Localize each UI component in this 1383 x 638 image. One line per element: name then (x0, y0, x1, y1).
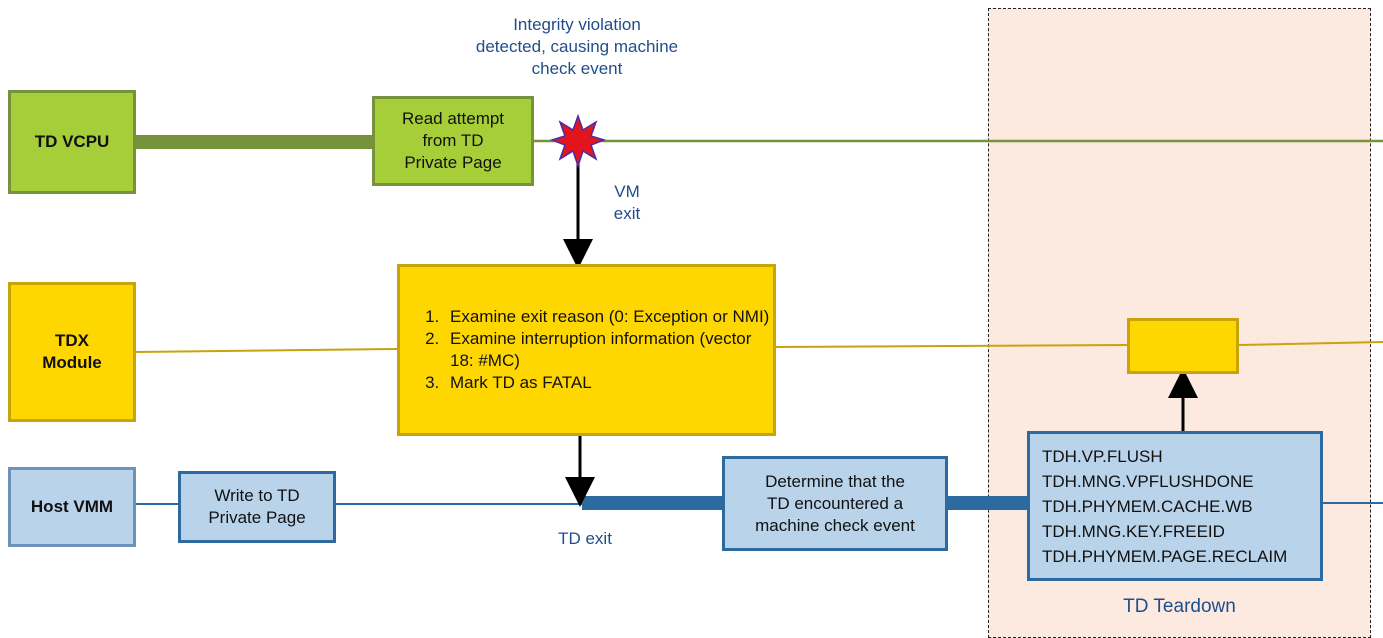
lane-td-vcpu-label: TD VCPU (34, 132, 110, 151)
write-private-box: Write to TD Private Page (178, 471, 336, 543)
td-teardown-label: TD Teardown (1123, 596, 1236, 617)
teardown-seamcalls-box: TDH.VP.FLUSH TDH.MNG.VPFLUSHDONE TDH.PHY… (1027, 431, 1323, 581)
tdx-line-mid (775, 344, 1128, 348)
examine-step-3: Mark TD as FATAL (444, 372, 773, 394)
seamcall-item: TDH.MNG.KEY.FREEID (1042, 521, 1225, 541)
lane-host-vmm: Host VMM (8, 467, 136, 547)
diagram-connectors (135, 113, 1383, 510)
determine-mce-text: Determine that the TD encountered a mach… (755, 471, 915, 535)
examine-steps-list: Examine exit reason (0: Exception or NMI… (414, 306, 773, 394)
read-attempt-box: Read attempt from TD Private Page (372, 96, 534, 186)
read-attempt-text: Read attempt from TD Private Page (401, 109, 505, 172)
tdx-teardown-handler-box (1127, 318, 1239, 374)
td-exit-label: TD exit (558, 529, 612, 548)
vm-exit-label: VM exit (613, 182, 641, 223)
examine-step-2: Examine interruption information (vector… (444, 328, 773, 372)
seamcall-list: TDH.VP.FLUSH TDH.MNG.VPFLUSHDONE TDH.PHY… (1042, 444, 1287, 569)
write-private-text: Write to TD Private Page (208, 486, 306, 527)
tdx-line-right (1238, 341, 1383, 346)
examine-exit-box: Examine exit reason (0: Exception or NMI… (397, 264, 776, 436)
integrity-burst-icon (549, 113, 607, 169)
lane-tdx-module: TDX Module (8, 282, 136, 422)
lane-host-vmm-label: Host VMM (30, 497, 114, 516)
seamcall-item: TDH.MNG.VPFLUSHDONE (1042, 471, 1254, 491)
lane-tdx-module-label: TDX Module (42, 331, 102, 372)
tdx-line-left (135, 348, 398, 353)
seamcall-item: TDH.PHYMEM.PAGE.RECLAIM (1042, 546, 1288, 566)
determine-mce-box: Determine that the TD encountered a mach… (722, 456, 948, 551)
examine-step-1: Examine exit reason (0: Exception or NMI… (444, 306, 773, 328)
integrity-violation-label: Integrity violation detected, causing ma… (475, 15, 679, 78)
lane-td-vcpu: TD VCPU (8, 90, 136, 194)
seamcall-item: TDH.PHYMEM.CACHE.WB (1042, 496, 1253, 516)
seamcall-item: TDH.VP.FLUSH (1042, 446, 1163, 466)
